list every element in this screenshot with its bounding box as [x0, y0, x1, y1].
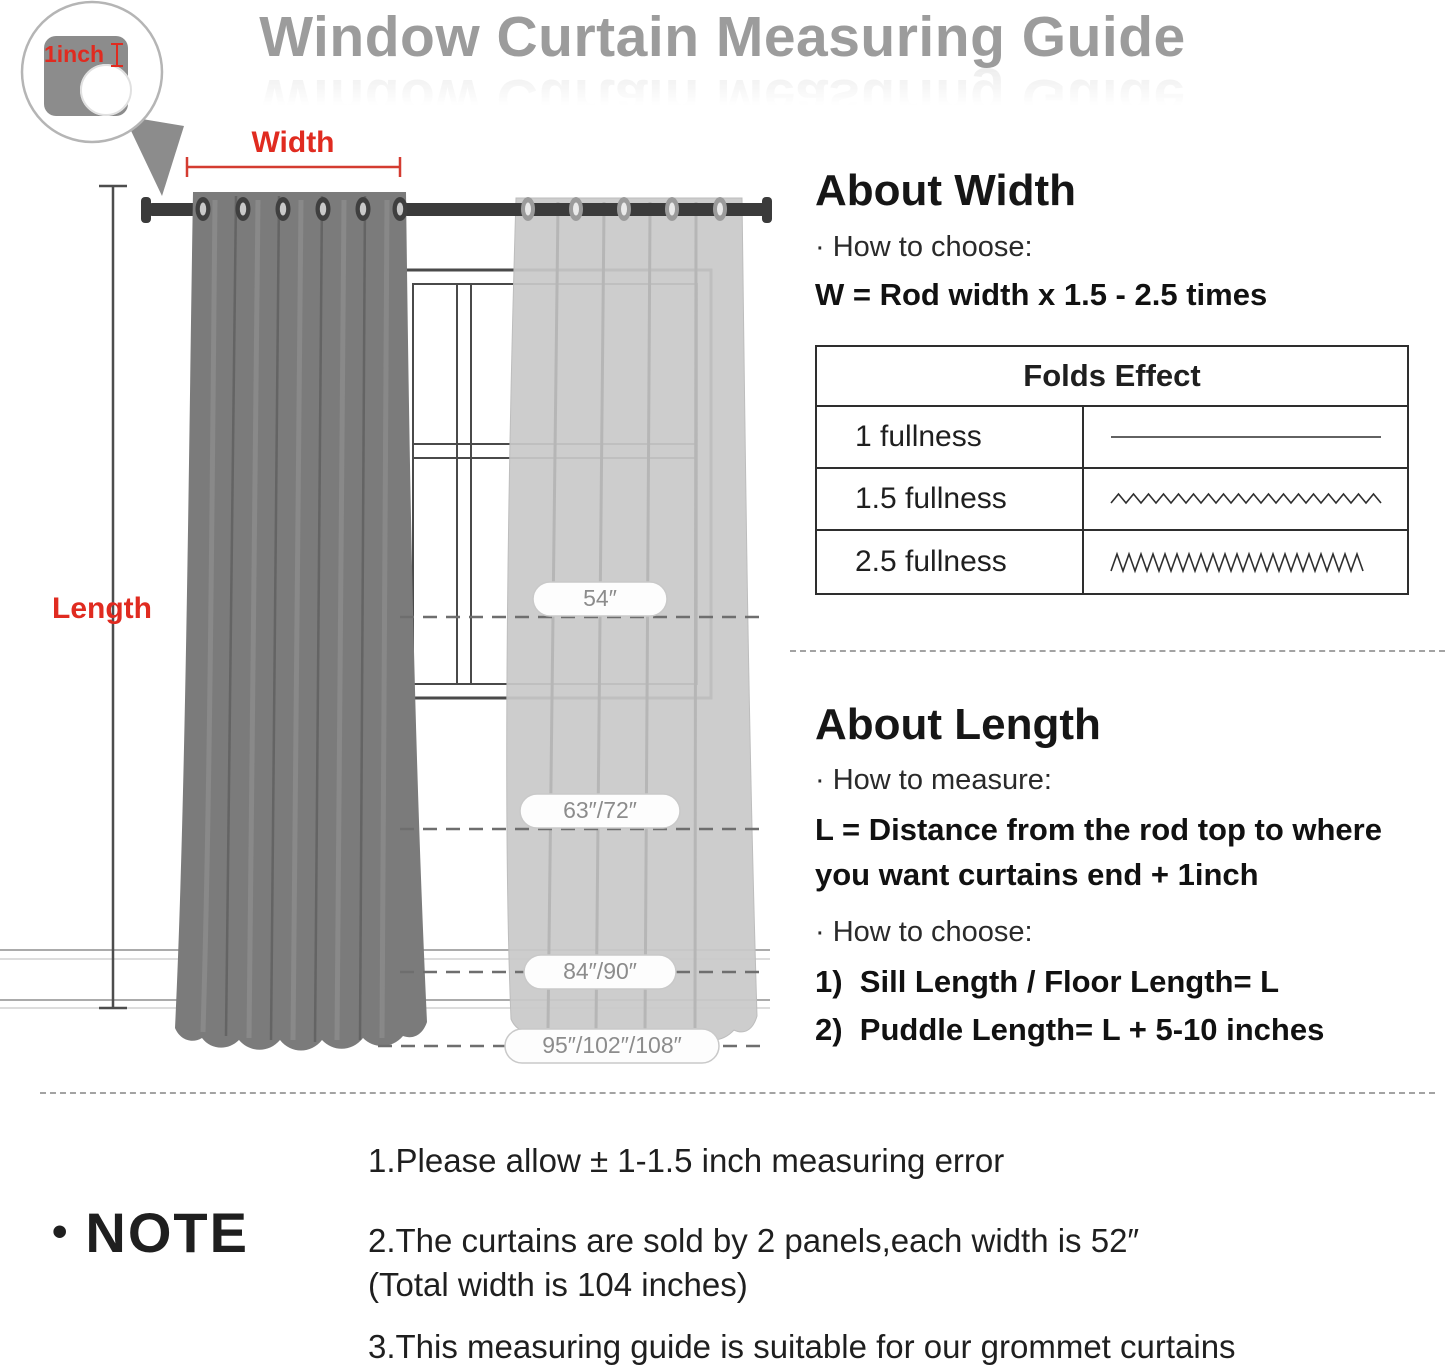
dark-curtain-highlights	[200, 199, 390, 1041]
note-item-1: 1.Please allow ± 1-1.5 inch measuring er…	[368, 1142, 1005, 1179]
length-arrow	[99, 184, 127, 1010]
about-length-measure-label: · How to measure:	[815, 764, 1052, 796]
size-marker-84-90: 84″/90″	[563, 958, 637, 984]
note-item-2-continued: (Total width is 104 inches)	[368, 1266, 748, 1303]
about-width-choose-label: · How to choose:	[815, 231, 1033, 263]
folds-table-header: Folds Effect	[817, 347, 1407, 407]
note-item-2: 2.The curtains are sold by 2 panels,each…	[368, 1222, 1140, 1259]
about-width-heading: About Width	[815, 166, 1077, 215]
fullness-label: 1.5 fullness	[817, 469, 1084, 531]
length-formula: L = Distance from the rod top to where y…	[815, 812, 1382, 892]
tape-pointer	[124, 116, 184, 196]
note-item-3: 3.This measuring guide is suitable for o…	[368, 1328, 1236, 1365]
size-marker-63-72: 63″/72″	[563, 797, 637, 823]
light-curtain-grommets	[521, 197, 727, 221]
tape-one-inch-label: 1inch	[44, 41, 104, 67]
fullness-label: 2.5 fullness	[817, 531, 1084, 593]
light-curtain-folds	[546, 201, 698, 1031]
width-label: Width	[251, 126, 334, 159]
curtain-diagram: Width Length 1inch 54″ 63″/72″ 84″/90″	[0, 0, 772, 1064]
page-title: Window Curtain Measuring Guide	[259, 5, 1186, 69]
note-title: • NOTE	[52, 1200, 249, 1265]
size-markers: 54″ 63″/72″ 84″/90″ 95″/102″/108″	[378, 581, 768, 1064]
one-inch-bracket	[111, 43, 123, 67]
fold-wave-medium-icon	[1084, 469, 1407, 531]
dark-curtain-grommets	[195, 197, 408, 221]
folds-effect-table: Folds Effect 1 fullness 1.5 fullness 2.5…	[815, 345, 1409, 595]
about-length-heading: About Length	[815, 700, 1101, 749]
dark-curtain-folds	[224, 195, 367, 1043]
fullness-label: 1 fullness	[817, 407, 1084, 469]
width-arrow	[185, 157, 402, 177]
length-option-sill-floor: 1) Sill Length / Floor Length= L	[815, 964, 1280, 999]
size-marker-pills: 54″ 63″/72″ 84″/90″ 95″/102″/108″	[504, 581, 720, 1064]
light-curtain	[506, 197, 758, 1043]
length-option-puddle: 2) Puddle Length= L + 5-10 inches	[815, 1012, 1325, 1047]
fold-wave-straight-icon	[1084, 407, 1407, 469]
size-marker-54: 54″	[583, 585, 617, 611]
tape-measure-icon: 1inch	[20, 0, 184, 196]
fold-wave-dense-icon	[1084, 531, 1407, 593]
dark-curtain	[175, 192, 427, 1051]
note-label: NOTE	[85, 1201, 249, 1264]
right-column-divider	[790, 650, 1445, 652]
size-marker-95-102-108: 95″/102″/108″	[542, 1032, 682, 1058]
length-label: Length	[52, 592, 152, 625]
width-formula: W = Rod width x 1.5 - 2.5 times	[815, 277, 1268, 312]
about-length-choose-label: · How to choose:	[815, 916, 1033, 948]
note-divider	[40, 1092, 1435, 1094]
note-bullet: •	[52, 1207, 68, 1256]
